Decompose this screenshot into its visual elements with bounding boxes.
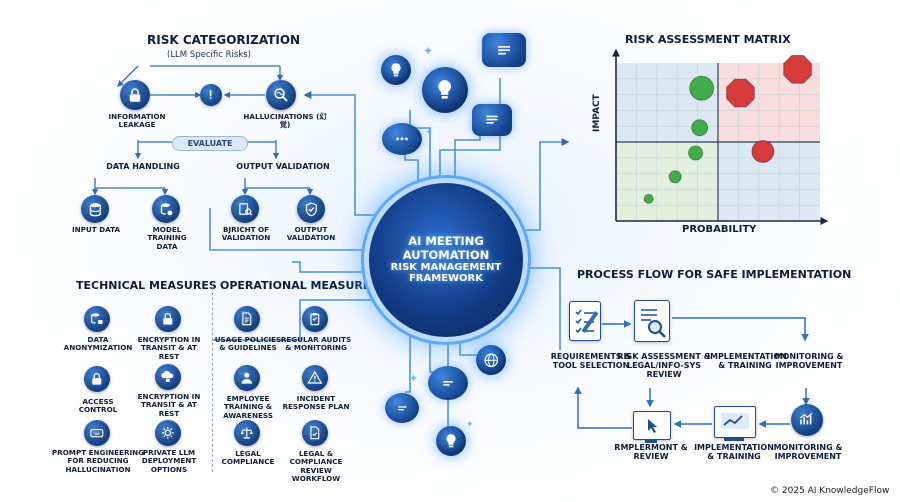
keyboard-icon bbox=[84, 420, 110, 446]
lightbulb-icon bbox=[381, 55, 411, 85]
lightbulb-icon bbox=[422, 67, 468, 113]
process-step-2: RISK ASSESSMENT & LEGAL/INFO-SYS REVIEW bbox=[617, 352, 711, 380]
sparkle-icon: ✦ bbox=[409, 372, 419, 385]
tech-item-label: ENCRYPTION IN TRANSIT & AT REST bbox=[137, 392, 201, 418]
gear-icon bbox=[155, 420, 181, 446]
document-check-icon bbox=[302, 420, 328, 446]
risk-marker-low bbox=[688, 145, 704, 161]
process-flow-title: PROCESS FLOW FOR SAFE IMPLEMENTATION bbox=[577, 268, 852, 281]
tech-item-label: DATA ANONYMIZATION bbox=[63, 335, 133, 353]
presentation-stand bbox=[724, 438, 744, 441]
risk-marker-low bbox=[691, 119, 709, 137]
padlock-icon bbox=[84, 366, 110, 392]
chat-bubble-icon bbox=[385, 393, 419, 423]
risk-marker-high bbox=[726, 78, 755, 108]
database-icon bbox=[81, 195, 109, 223]
checklist-icon bbox=[569, 301, 601, 341]
risk-categorization-title: RISK CATEGORIZATION bbox=[147, 33, 301, 47]
operational-measures-title: OPERATIONAL MEASURES bbox=[220, 279, 379, 292]
checklist-search-icon bbox=[231, 195, 259, 223]
model-training-data-label: MODEL TRAINING DATA bbox=[147, 225, 187, 251]
globe-icon bbox=[476, 345, 506, 375]
monitor-cursor-icon bbox=[633, 411, 671, 440]
matrix-xlabel: PROBABILITY bbox=[682, 224, 757, 235]
cloud-lock-icon bbox=[155, 364, 181, 390]
risk-marker-low bbox=[668, 170, 682, 184]
ops-item-label: USAGE POLICIES & GUIDELINES bbox=[214, 335, 282, 353]
hallucinations-label: HALLUCINATIONS (幻覚) bbox=[243, 112, 327, 130]
risk-marker-high bbox=[783, 55, 812, 84]
evaluate-pill: EVALUATE bbox=[172, 136, 248, 151]
chat-bubble-icon bbox=[482, 33, 526, 67]
ops-item-label: INCIDENT RESPONSE PLAN bbox=[282, 394, 350, 412]
chat-dots-icon bbox=[382, 123, 422, 155]
data-handling-label: DATA HANDLING bbox=[106, 162, 180, 171]
chat-bubble-icon bbox=[472, 104, 512, 136]
scales-icon bbox=[234, 420, 260, 446]
process-step-7: MONITORING & IMPROVEMENT bbox=[773, 443, 843, 462]
risk-marker-medium bbox=[751, 139, 775, 163]
process-step-3: IMPLEMENTATION & TRAINING bbox=[707, 352, 787, 371]
padlock-icon bbox=[155, 306, 181, 332]
technical-measures-title: TECHNICAL MEASURES bbox=[76, 279, 217, 292]
tech-item-label: PROMPT ENGINEERING FOR REDUCING HALLUCIN… bbox=[51, 448, 145, 474]
sparkle-icon: ✦ bbox=[466, 420, 474, 430]
brain-magnifier-icon bbox=[266, 80, 296, 110]
process-step-6: IMPLEMENTATION & TRAINING bbox=[694, 443, 774, 462]
process-step-5: RMPLERMONT & REVIEW bbox=[614, 443, 688, 462]
risk-marker-low bbox=[689, 75, 715, 101]
input-data-label: INPUT DATA bbox=[71, 225, 121, 234]
process-step-1: REQUIREMENTS & TOOL SELECTION bbox=[550, 352, 632, 371]
process-step-4: MONITORING & IMPROVEMENT bbox=[774, 352, 844, 371]
hub-line: FRAMEWORK bbox=[408, 273, 484, 285]
footer-copyright: © 2025 AI KnowledgeFlow bbox=[770, 486, 890, 496]
chat-bubble-icon bbox=[428, 366, 468, 400]
info-leakage-label: INFORMATION LEAKAGE bbox=[108, 112, 166, 130]
person-icon bbox=[234, 365, 260, 391]
ops-item-label: LEGAL & COMPLIANCE REVIEW WORKFLOW bbox=[289, 449, 343, 483]
bjrict-validation-label: BJRICHT OF VALIDATION bbox=[221, 225, 271, 243]
framework-hub: AI MEETING AUTOMATION RISK MANAGEMENT FR… bbox=[369, 183, 523, 337]
output-validation-label: OUTPUT VALIDATION bbox=[236, 162, 330, 171]
document-icon bbox=[234, 306, 260, 332]
risk-matrix-title: RISK ASSESSMENT MATRIX bbox=[625, 33, 791, 46]
tech-item-label: ENCRYPTION IN TRANSIT & AT REST bbox=[137, 335, 201, 361]
database-gear-icon bbox=[152, 195, 180, 223]
hub-line: AI MEETING bbox=[408, 234, 484, 249]
chart-growth-icon bbox=[791, 404, 823, 436]
ops-item-label: LEGAL COMPLIANCE bbox=[221, 449, 275, 467]
tech-item-label: ACCESS CONTROL bbox=[78, 397, 118, 415]
lightbulb-icon bbox=[436, 426, 466, 456]
shield-check-icon bbox=[297, 195, 325, 223]
output-validation-leaf-label: OUTPUT VALIDATION bbox=[286, 225, 336, 243]
alert-icon bbox=[200, 84, 222, 106]
ops-item-label: REGULAR AUDITS & MONITORING bbox=[280, 335, 352, 353]
risk-categorization-subtitle: (LLM Specific Risks) bbox=[167, 50, 251, 60]
hub-line: AUTOMATION bbox=[402, 247, 490, 262]
warning-icon bbox=[302, 365, 328, 391]
database-lock-icon bbox=[84, 306, 110, 332]
tech-item-label: PRIVATE LLM DEPLOYMENT OPTIONS bbox=[141, 448, 197, 474]
hub-line: RISK MANAGEMENT bbox=[390, 261, 502, 273]
presentation-icon bbox=[714, 406, 756, 438]
padlock-icon bbox=[120, 80, 150, 110]
column-divider bbox=[212, 282, 213, 472]
ops-item-label: EMPLOYEE TRAINING & AWARENESS bbox=[223, 394, 273, 420]
sparkle-icon: ✦ bbox=[423, 44, 434, 58]
document-magnifier-icon bbox=[634, 300, 670, 342]
monitor-stand bbox=[645, 440, 657, 443]
risk-matrix-chart bbox=[612, 48, 829, 225]
clipboard-icon bbox=[302, 306, 328, 332]
risk-marker-low bbox=[643, 193, 654, 204]
matrix-ylabel: IMPACT bbox=[592, 94, 602, 132]
sparkle-icon: ✦ bbox=[425, 127, 434, 138]
